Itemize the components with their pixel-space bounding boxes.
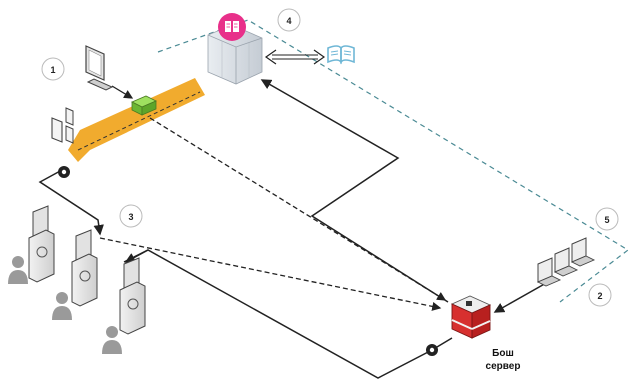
link-laptops-server xyxy=(493,281,549,313)
self-service-kiosk-icon xyxy=(28,205,55,283)
dashed-link-kiosks-server xyxy=(99,237,442,311)
marker-2-label: 2 xyxy=(597,291,602,301)
marker-1-label: 1 xyxy=(50,65,55,75)
marker-5-label: 5 xyxy=(604,215,609,225)
phone-icon xyxy=(65,125,74,144)
marker-4-label: 4 xyxy=(286,16,291,26)
tablet-icon xyxy=(51,117,63,143)
marker-3-label: 3 xyxy=(128,212,133,222)
phone-icon xyxy=(65,107,74,126)
network-band xyxy=(68,78,205,162)
marker-5: 5 xyxy=(595,207,619,231)
link-monitor-router xyxy=(111,85,134,99)
connector-node-icon xyxy=(426,344,438,356)
marker-1: 1 xyxy=(41,57,65,81)
link-server-database xyxy=(260,79,449,303)
desktop-monitor-icon xyxy=(85,45,114,91)
main-server-icon xyxy=(450,295,492,339)
marker-4: 4 xyxy=(277,8,301,32)
user-icon xyxy=(102,326,122,354)
laptop-icon xyxy=(536,257,562,287)
connector-node-icon xyxy=(58,166,70,178)
link-band-kiosks xyxy=(38,169,104,236)
laptop-icon xyxy=(553,247,579,277)
zone-boundary xyxy=(157,19,630,303)
link-kiosks-bottom xyxy=(123,249,453,379)
user-icon xyxy=(8,256,28,284)
marker-3: 3 xyxy=(119,204,143,228)
self-service-kiosk-icon xyxy=(119,257,146,335)
book-badge-icon xyxy=(218,13,246,41)
band-dashed-line xyxy=(77,91,201,151)
marker-2: 2 xyxy=(588,283,612,307)
self-service-kiosk-icon xyxy=(71,229,98,307)
main-server-label-line2: сервер xyxy=(486,361,521,372)
database-server-icon xyxy=(207,24,263,85)
connections xyxy=(38,49,549,379)
user-icon xyxy=(52,292,72,320)
laptop-icon xyxy=(570,237,596,267)
router-icon xyxy=(131,95,157,116)
open-book-icon xyxy=(327,45,355,65)
main-server-label-line1: Бош xyxy=(492,348,514,359)
link-database-book xyxy=(272,54,318,60)
link-kiosk-arrow xyxy=(124,249,149,263)
